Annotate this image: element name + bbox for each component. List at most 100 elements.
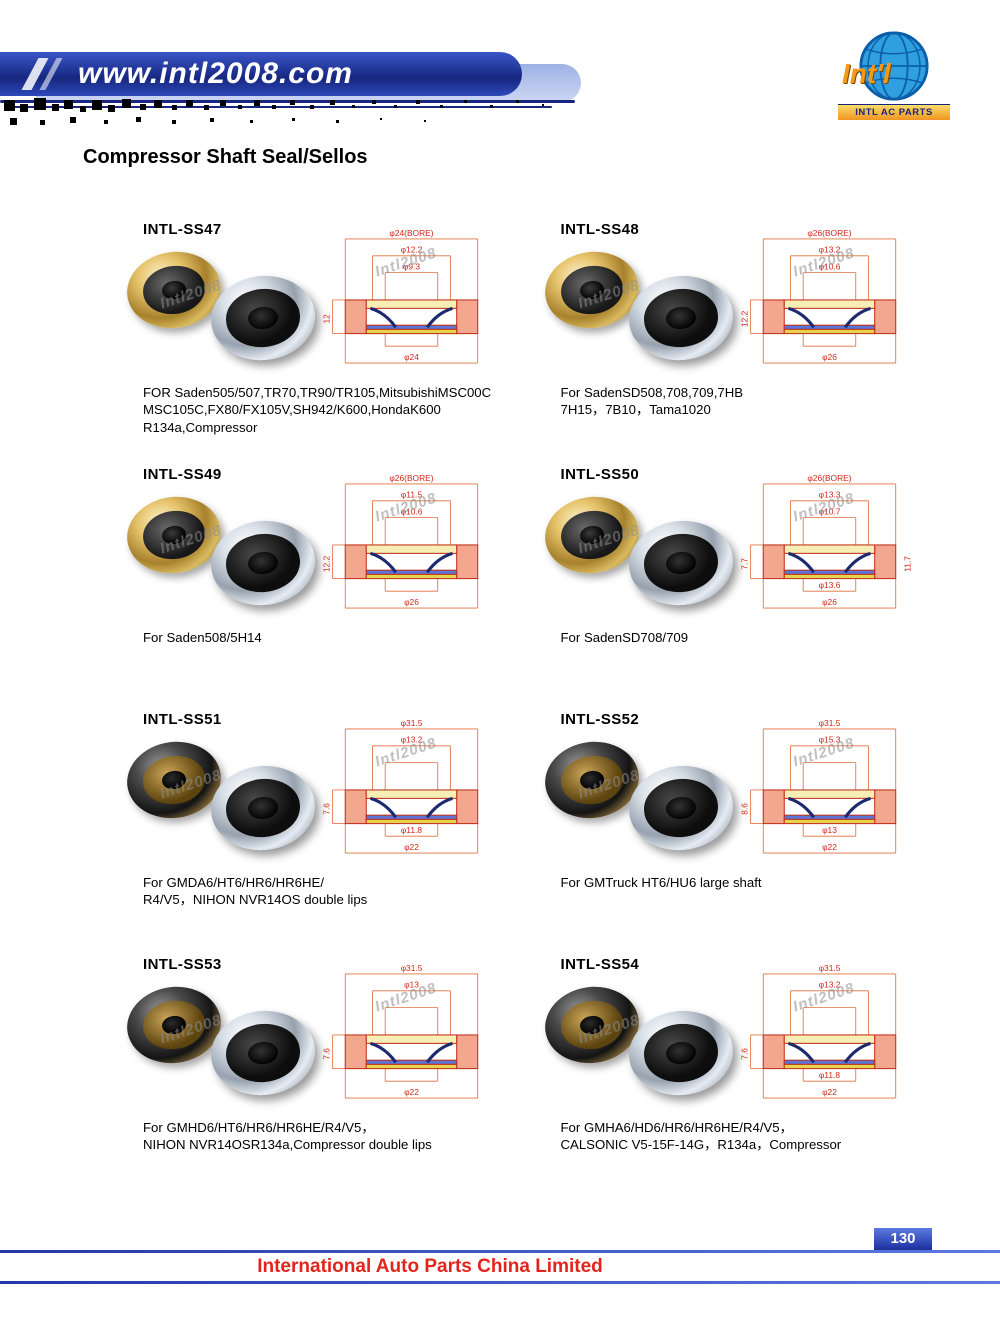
seal-photo-left — [539, 735, 644, 825]
dim-height-left: 7.6 — [739, 1048, 749, 1060]
product-photo: Intl2008 — [122, 979, 320, 1101]
site-banner: www.intl2008.com — [0, 52, 522, 96]
dim-top-outer: φ31.5 — [818, 963, 840, 973]
logo-script-text: Int'l — [842, 58, 891, 89]
product-photo: Intl2008 — [122, 244, 320, 366]
product-cell: INTL-SS49 Intl2008 — [122, 450, 523, 695]
seal-center-hole — [160, 1013, 188, 1037]
dim-top-outer: φ31.5 — [401, 718, 423, 728]
seal-center-hole — [160, 523, 188, 547]
seal-center-hole — [577, 523, 606, 547]
footer-company-name: International Auto Parts China Limited — [257, 1256, 603, 1277]
product-cell: INTL-SS54 Intl2008 — [539, 940, 941, 1185]
seal-cross-section-diagram: φ26(BORE) φ13.3 φ10.7 7.7 11.7 φ13.6 φ26 — [739, 473, 912, 609]
dim-height-left: 12.2 — [739, 310, 749, 327]
seal-inner-ring — [139, 262, 208, 318]
product-media: Intl2008 — [122, 473, 523, 625]
seal-center-hole — [246, 1040, 280, 1066]
technical-drawing: φ31.5 φ13 7.6 φ22 Intl2008 — [320, 957, 508, 1115]
seal-photo-right — [624, 515, 737, 611]
seal-inner-ring — [640, 775, 721, 841]
description-line: For GMDA6/HT6/HR6/HR6HE/ — [143, 875, 324, 890]
product-code: INTL-SS53 — [143, 956, 222, 973]
description-line: R4/V5，NIHON NVR14OS double lips — [143, 892, 368, 908]
footer-rule-bottom — [0, 1281, 1000, 1284]
product-code: INTL-SS54 — [560, 956, 640, 973]
seal-inner-ring — [557, 752, 626, 808]
seal-cross-section-diagram: φ31.5 φ13.2 7.6 φ11.8 φ22 — [739, 963, 896, 1099]
dim-height-left: 7.7 — [739, 558, 749, 570]
dim-top-mid: φ13.2 — [818, 245, 840, 255]
seal-center-hole — [664, 550, 697, 576]
description-line: For SadenSD508,708,709,7HB — [560, 385, 744, 400]
product-photo: Intl2008 — [122, 489, 320, 611]
technical-drawing: φ31.5 φ15.3 8.6 φ13 φ22 Intl2008 — [738, 712, 926, 870]
dim-top-outer: φ31.5 — [401, 963, 423, 973]
seal-inner-ring — [139, 752, 208, 808]
seal-center-hole — [664, 305, 697, 331]
description-line: For GMTruck HT6/HU6 large shaft — [560, 875, 762, 890]
description-line: NIHON NVR14OSR134a,Compressor double lip… — [143, 1137, 432, 1153]
product-code: INTL-SS47 — [143, 221, 222, 238]
seal-cross-section-diagram: φ31.5 φ15.3 8.6 φ13 φ22 — [739, 718, 896, 854]
product-description: For GMHA6/HD6/HR6/HR6HE/R4/V5， CALSONIC … — [561, 1119, 941, 1154]
product-cell: INTL-SS53 Intl2008 — [122, 940, 523, 1185]
dim-height-left: 7.6 — [321, 1048, 331, 1060]
product-code: INTL-SS52 — [560, 711, 640, 728]
technical-drawing: φ24(BORE) φ12.2 φ9.3 12 φ24 Intl2008 — [320, 222, 508, 380]
product-description: For GMHD6/HT6/HR6/HR6HE/R4/V5， NIHON NVR… — [143, 1119, 523, 1154]
product-cell: INTL-SS52 Intl2008 — [539, 695, 941, 940]
description-line: For Saden508/5H14 — [143, 630, 262, 645]
dim-bottom-outer: φ24 — [404, 352, 419, 362]
seal-photo-right — [206, 270, 320, 366]
product-description: For Saden508/5H14 — [143, 629, 523, 646]
product-media: Intl2008 — [122, 228, 523, 380]
dim-top-mid: φ13.2 — [818, 980, 840, 990]
dim-bottom-inner: φ11.8 — [401, 825, 423, 835]
product-cell: INTL-SS48 Intl2008 — [539, 205, 941, 450]
footer-rule-top — [0, 1250, 1000, 1253]
seal-photo-right — [624, 270, 737, 366]
seal-center-hole — [246, 795, 280, 821]
technical-drawing: φ26(BORE) φ13.2 φ10.6 12.2 φ26 Intl2008 — [738, 222, 926, 380]
seal-center-hole — [246, 550, 280, 576]
product-media: Intl2008 — [122, 718, 523, 870]
product-media: Intl2008 — [122, 963, 523, 1115]
seal-photo-left — [539, 490, 644, 580]
product-code: INTL-SS49 — [143, 466, 222, 483]
product-description: For GMTruck HT6/HU6 large shaft — [561, 874, 941, 891]
seal-photo-left — [539, 245, 644, 335]
seal-photo-right — [624, 760, 737, 856]
product-media: Intl2008 — [539, 228, 941, 380]
seal-photo-right — [206, 515, 320, 611]
seal-inner-ring — [139, 997, 208, 1053]
dim-bottom-outer: φ22 — [404, 842, 419, 852]
product-code: INTL-SS48 — [560, 221, 640, 238]
seal-inner-ring — [640, 530, 721, 596]
dim-bottom-inner: φ11.8 — [818, 1070, 840, 1080]
page-number-badge: 130 — [874, 1228, 932, 1250]
product-description: For SadenSD708/709 — [561, 629, 941, 646]
dim-top-mid: φ13.2 — [401, 735, 423, 745]
description-line: For GMHD6/HT6/HR6/HR6HE/R4/V5， — [143, 1120, 375, 1135]
seal-cross-section-diagram: φ31.5 φ13.2 7.6 φ11.8 φ22 — [321, 718, 479, 854]
technical-drawing: φ31.5 φ13.2 7.6 φ11.8 φ22 Intl2008 — [320, 712, 508, 870]
seal-inner-ring — [640, 285, 721, 351]
seal-center-hole — [577, 1013, 606, 1037]
dim-bottom-outer: φ26 — [822, 597, 837, 607]
seal-inner-ring — [222, 1020, 304, 1086]
description-line: CALSONIC V5-15F-14G，R134a，Compressor — [560, 1137, 842, 1153]
company-logo: Int'l INTL AC PARTS — [838, 30, 950, 124]
page-title: Compressor Shaft Seal/Sellos — [83, 146, 368, 168]
seal-photo-right — [206, 1005, 320, 1101]
product-photo: Intl2008 — [539, 979, 738, 1101]
dim-height-left: 12.2 — [321, 555, 331, 572]
seal-cross-section-diagram: φ31.5 φ13 7.6 φ22 — [321, 963, 479, 1099]
seal-inner-ring — [557, 997, 626, 1053]
description-line: For SadenSD708/709 — [560, 630, 689, 645]
dim-top-outer: φ26(BORE) — [807, 473, 851, 483]
product-photo: Intl2008 — [539, 489, 738, 611]
seal-inner-ring — [222, 530, 304, 596]
dim-height-left: 7.6 — [321, 803, 331, 815]
